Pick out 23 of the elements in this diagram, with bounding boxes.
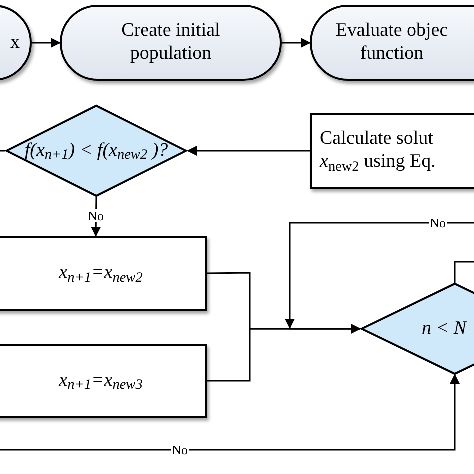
node-text: n < N — [422, 318, 466, 340]
node-text: x — [10, 32, 20, 54]
edge-label: No — [87, 210, 105, 222]
process-box — [0, 236, 207, 311]
node-text: x$_{n+1}$=x$_{new3}$ — [59, 370, 143, 392]
arrow — [187, 146, 310, 156]
arrow — [91, 196, 102, 237]
arrow — [0, 374, 460, 451]
process-box — [310, 113, 474, 189]
process-box — [0, 344, 207, 418]
node-text: x$_{n+1}$=x$_{new2}$ — [59, 262, 143, 285]
arrow — [285, 222, 474, 334]
edge-label: No — [429, 216, 447, 230]
arrow — [32, 38, 61, 48]
arrow — [454, 261, 474, 283]
decision-diamond — [5, 105, 188, 197]
node-text: Calculate solut x$_{new2}$ using Eq. — [320, 128, 437, 174]
node-text: Create initial population — [120, 20, 222, 66]
node-text: f(x$_{n+1}$) < f(x$_{new2}$ )? — [24, 140, 168, 162]
process-stadium — [60, 5, 282, 81]
edge-label: No — [171, 444, 189, 456]
arrow — [282, 38, 311, 48]
node-text: Evaluate objec function — [334, 20, 450, 66]
